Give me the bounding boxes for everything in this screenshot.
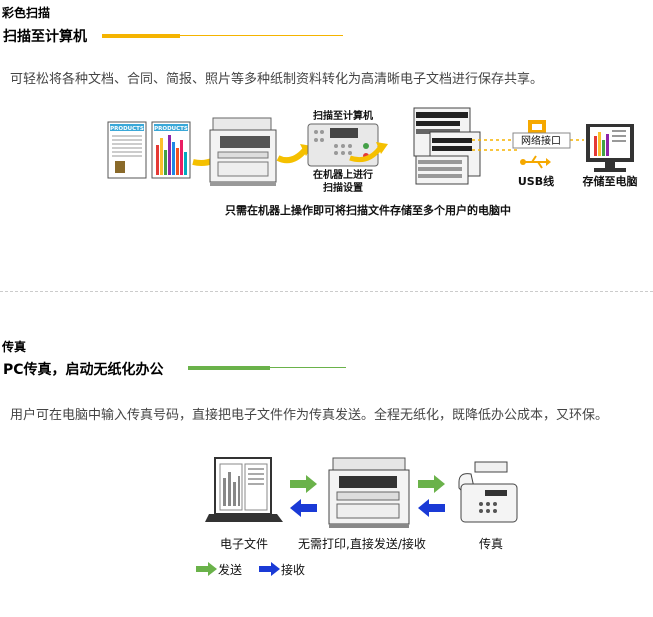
legend-send-label: 发送 [218,563,243,577]
panel-caption-line1: 在机器上进行 [313,168,373,181]
scan-accent-bar [102,34,180,38]
document-icon: PRODUCTS [107,121,147,179]
fax-accent-line [270,367,346,368]
fax-machine-icon [458,461,518,523]
printer-icon [328,457,410,528]
scan-bottom-caption: 只需在机器上操作即可将扫描文件存储至多个用户的电脑中 [225,204,511,217]
network-label: 网络接口 [521,134,561,147]
usb-label: USB线 [518,174,554,188]
color-document-icon: PRODUCTS [151,121,191,179]
panel-title: 扫描至计算机 [313,109,373,122]
fax-accent-bar [188,366,270,370]
fax-description: 用户可在电脑中输入传真号码，直接把电子文件作为传真发送。全程无纸化，既降低办公成… [10,408,609,423]
monitor-icon [586,124,634,172]
doc-label-1: PRODUCTS [110,126,144,132]
scan-accent-line [180,35,343,36]
section-divider [0,291,653,292]
network-port-icon [528,120,546,133]
doc-label-2: PRODUCTS [154,126,188,132]
receive-arrow-icon [290,499,317,517]
fax-machine-label: 传真 [479,537,504,551]
scan-diagram: PRODUCTS PRODUCTS 扫描至计算机 [107,107,638,194]
legend-receive-label: 接收 [281,563,306,577]
monitor-icon [205,457,283,522]
legend-send-arrow-icon [196,562,217,576]
scan-section-title: 彩色扫描 [2,6,51,20]
legend-receive-arrow-icon [259,562,280,576]
panel-caption-line2: 扫描设置 [323,181,363,194]
fax-printer-label: 无需打印,直接发送/接收 [298,537,426,551]
screen-icon [413,107,481,185]
usb-icon [520,155,551,169]
fax-subtitle: PC传真，启动无纸化办公 [3,362,164,378]
scan-description: 可轻松将各种文档、合同、简报、照片等多种纸制资料转化为高清晰电子文档进行保存共享… [10,72,544,87]
scan-subtitle: 扫描至计算机 [3,29,87,45]
pc-label: 存储至电脑 [583,174,638,188]
fax-diagram [205,457,518,528]
send-arrow-icon [290,475,317,493]
fax-section-title: 传真 [2,340,27,354]
fax-pc-label: 电子文件 [220,537,269,551]
printer-icon [209,117,277,186]
